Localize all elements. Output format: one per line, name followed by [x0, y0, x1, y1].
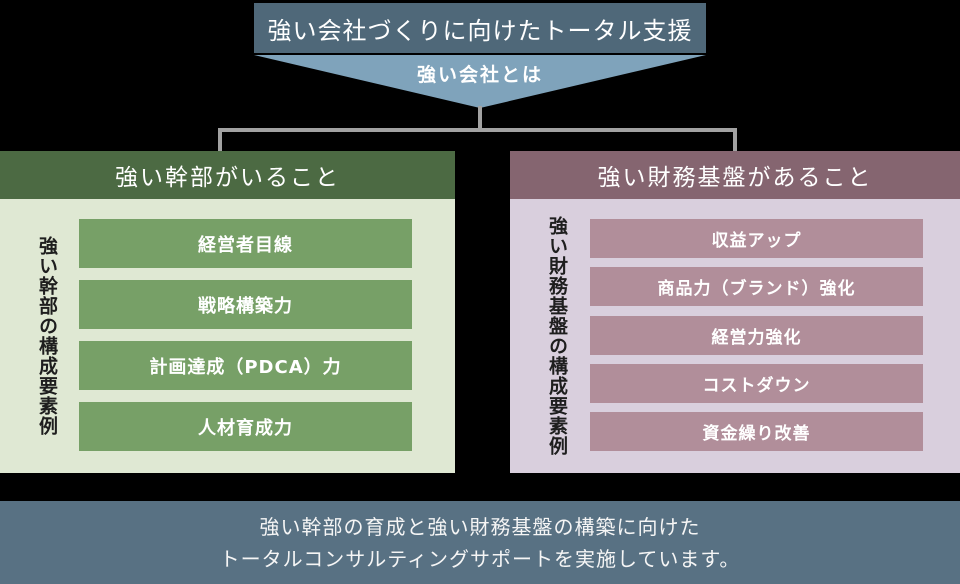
footer-line-2: トータルコンサルティングサポートを実施しています。	[219, 546, 741, 571]
footer-line-1: 強い幹部の育成と強い財務基盤の構築に向けた	[259, 514, 701, 539]
list-item: 資金繰り改善	[590, 412, 923, 451]
connector-left-vertical-line	[218, 128, 222, 153]
list-item: コストダウン	[590, 363, 923, 403]
right-branch-panel: 強い財務基盤の構成要素例 収益アップ 商品力（ブランド）強化 経営力強化 コスト…	[510, 199, 960, 473]
footer-banner: 強い幹部の育成と強い財務基盤の構築に向けた トータルコンサルティングサポートを実…	[0, 501, 960, 584]
top-banner: 強い会社づくりに向けたトータル支援	[254, 3, 706, 53]
left-branch-header: 強い幹部がいること	[0, 151, 455, 199]
connector-tip-vertical-line	[478, 106, 482, 132]
list-item: 計画達成（PDCA）力	[79, 341, 412, 390]
connector-right-vertical-line	[733, 128, 737, 153]
branch-strong-executives: 強い幹部がいること 強い幹部の構成要素例 経営者目線 戦略構築力 計画達成（PD…	[0, 151, 455, 473]
right-branch-header: 強い財務基盤があること	[510, 151, 960, 199]
left-branch-panel: 強い幹部の構成要素例 経営者目線 戦略構築力 計画達成（PDCA）力 人材育成力	[0, 199, 455, 473]
right-item-list: 収益アップ 商品力（ブランド）強化 経営力強化 コストダウン 資金繰り改善	[590, 219, 923, 451]
branch-strong-financial-base: 強い財務基盤があること 強い財務基盤の構成要素例 収益アップ 商品力（ブランド）…	[510, 151, 960, 473]
arrow-label: 強い会社とは	[416, 64, 543, 86]
list-item: 戦略構築力	[79, 280, 412, 329]
list-item: 人材育成力	[79, 402, 412, 451]
connector-horizontal-line	[218, 128, 737, 132]
list-item: 収益アップ	[590, 219, 923, 258]
left-side-label: 強い幹部の構成要素例	[36, 236, 58, 436]
right-branch-title: 強い財務基盤があること	[597, 165, 873, 191]
list-item: 経営者目線	[79, 219, 412, 268]
left-item-list: 経営者目線 戦略構築力 計画達成（PDCA）力 人材育成力	[79, 219, 412, 451]
list-item: 経営力強化	[590, 315, 923, 355]
list-item: 商品力（ブランド）強化	[590, 267, 923, 307]
right-side-label: 強い財務基盤の構成要素例	[546, 216, 568, 456]
left-branch-title: 強い幹部がいること	[115, 165, 340, 191]
top-banner-label: 強い会社づくりに向けたトータル支援	[267, 16, 693, 45]
